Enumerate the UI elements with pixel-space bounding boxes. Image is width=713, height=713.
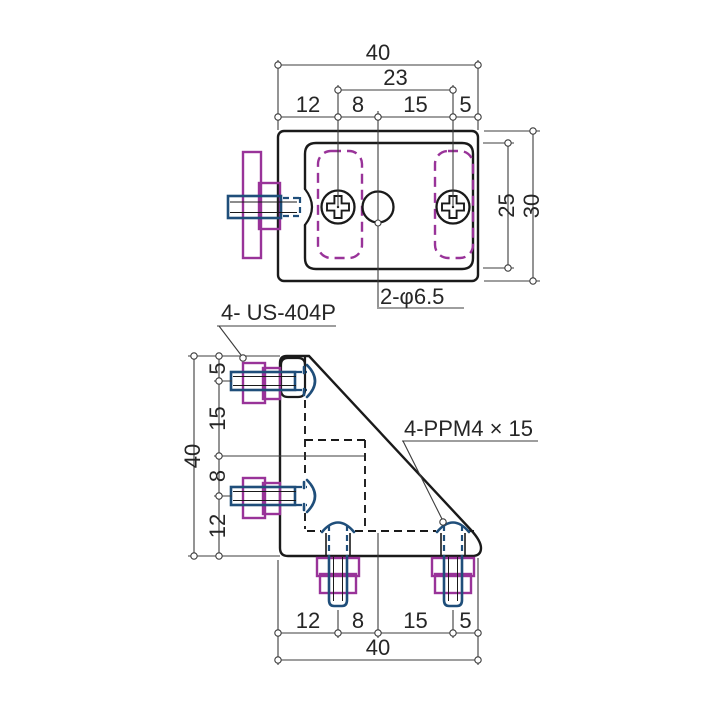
square-nut-body <box>318 572 358 595</box>
square-nut-flange <box>315 556 361 578</box>
pan-head-hidden <box>305 363 317 399</box>
dim-bottom-total-width: 40 <box>366 635 390 660</box>
dim-top-total-width: 40 <box>366 40 390 65</box>
dim-side-seg-5: 5 <box>205 362 230 374</box>
counterbore-pocket <box>279 356 307 399</box>
pan-head-hidden <box>305 478 317 514</box>
left-dimensions: 40 5 15 8 12 <box>180 352 364 560</box>
screw-callout: 4-PPM4 × 15 <box>402 416 538 526</box>
dim-side-total-height: 40 <box>180 444 205 468</box>
hole-callout: 2-φ6.5 <box>377 284 464 309</box>
nut-bolt-callout: 4- US-404P <box>217 300 336 362</box>
pan-head-hidden <box>435 521 471 534</box>
dim-inner-height: 25 <box>494 193 519 217</box>
slot-left <box>316 149 364 260</box>
hidden-lines <box>304 400 474 532</box>
top-view-bolt-notch <box>303 187 314 227</box>
top-view-inner-plate <box>303 141 475 271</box>
bolt-shank <box>327 554 349 608</box>
dim-bottom-seg-5: 5 <box>459 608 471 633</box>
square-nut-body <box>433 572 473 595</box>
dim-side-seg-8: 8 <box>205 470 230 482</box>
side-view-body <box>278 354 483 558</box>
dim-top-seg-15: 15 <box>403 92 427 117</box>
slot-right <box>433 149 475 260</box>
bolt-bottom-right <box>430 521 476 608</box>
dim-side-seg-15: 15 <box>205 406 230 430</box>
square-nut-body <box>261 366 282 401</box>
dim-bottom-seg-8: 8 <box>352 608 364 633</box>
dim-top-inner-width: 23 <box>383 65 407 90</box>
side-bolt-top-view <box>226 150 302 260</box>
side-view: 40 5 15 8 12 12 8 15 5 40 <box>180 300 538 665</box>
nut-bolt-callout-label: 4- US-404P <box>221 300 336 325</box>
dim-bottom-seg-15: 15 <box>403 608 427 633</box>
screw-callout-label: 4-PPM4 × 15 <box>404 416 533 441</box>
top-view-slots <box>316 149 475 260</box>
hole-callout-label: 2-φ6.5 <box>380 284 444 309</box>
top-dimensions: 40 23 12 8 15 5 <box>274 40 482 307</box>
dim-bottom-seg-12: 12 <box>296 608 320 633</box>
dim-total-height: 30 <box>519 194 544 218</box>
bolt-shank <box>226 194 283 220</box>
dim-top-seg-5: 5 <box>459 92 471 117</box>
top-view: 40 23 12 8 15 5 25 30 2-φ6.5 <box>226 40 544 309</box>
square-nut-body <box>261 481 282 516</box>
dim-top-seg-12: 12 <box>296 92 320 117</box>
square-nut-flange <box>241 150 263 260</box>
bolt-bottom-left <box>315 521 361 608</box>
square-nut-flange <box>241 476 267 520</box>
pan-head-hidden <box>320 521 356 534</box>
right-dimensions: 25 30 <box>483 127 544 285</box>
dim-side-seg-12: 12 <box>205 514 230 538</box>
bolt-shank <box>442 554 464 608</box>
square-nut-flange <box>241 361 267 405</box>
dim-top-seg-8: 8 <box>352 92 364 117</box>
bottom-dimensions: 12 8 15 5 40 <box>274 533 482 665</box>
square-nut-flange <box>430 556 476 578</box>
